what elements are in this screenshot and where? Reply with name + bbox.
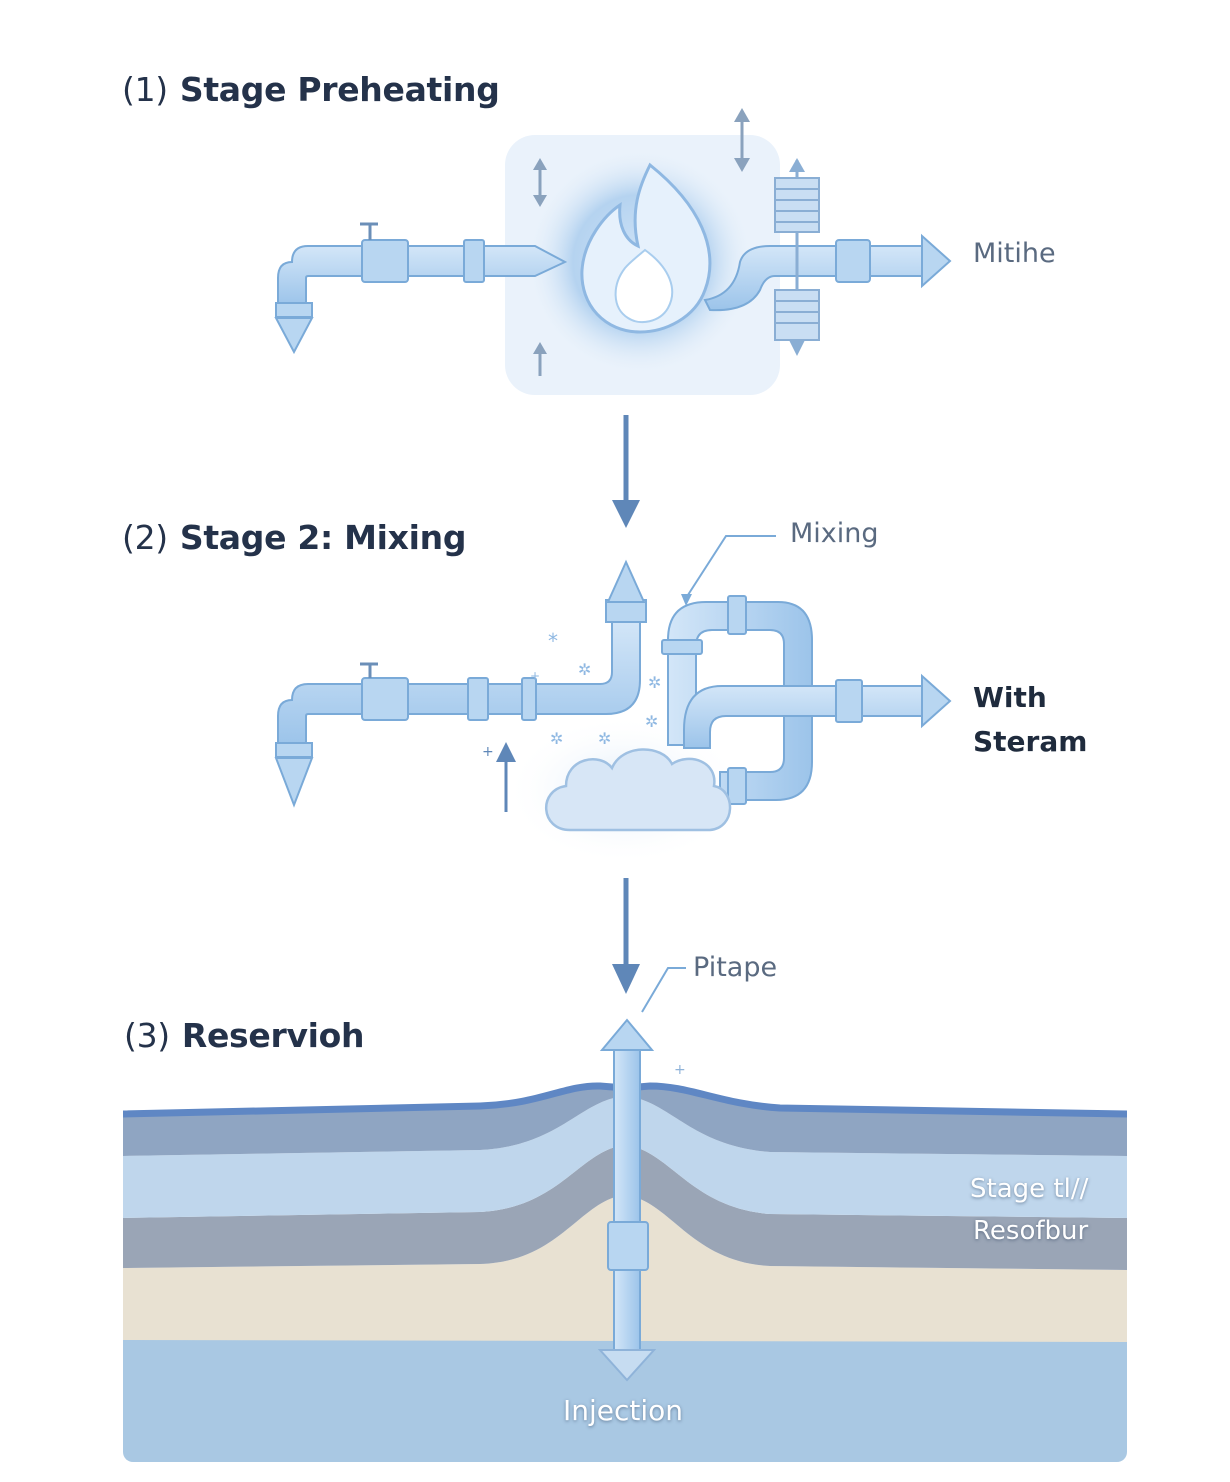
flow-arrow-preheat-to-mixing [612, 415, 640, 528]
stage-3-number: (3) [124, 1016, 170, 1055]
mixing-output-line-2: Steram [973, 725, 1088, 758]
mixing-inlet-pipe [274, 559, 647, 808]
pipe-callout-label: Pitape [693, 952, 778, 983]
thermal-expansion-arrows-icon [533, 108, 750, 376]
mixing-particles-icon: * ✲ ✲ ✲ ✲ ✲ + [530, 629, 661, 748]
preheating-stage-graphic [274, 108, 952, 395]
flow-arrow-mixing-to-reservoir [612, 878, 640, 994]
svg-text:✲: ✲ [648, 673, 661, 692]
ground-layer-light [123, 1096, 1127, 1218]
mixing-output-line-1: With [973, 681, 1047, 714]
svg-text:✲: ✲ [645, 712, 658, 731]
upward-flow-arrow-icon: + [482, 742, 516, 812]
injection-label: Injection [563, 1394, 684, 1427]
mixing-callout-label: Mixing [790, 518, 879, 549]
ground-layer-grey [123, 1145, 1127, 1270]
reservoir-label: Resofbur [973, 1216, 1089, 1246]
heat-exchanger-fins-icon [774, 158, 820, 356]
stage-3-title: (3) Reservioh [124, 1016, 365, 1055]
stage-1-title: (1) Stage Preheating [122, 70, 500, 109]
ground-layer-top [123, 1085, 1127, 1156]
mixing-loop-pipe [661, 595, 952, 805]
svg-text:✲: ✲ [578, 660, 591, 679]
stage-2-number: (2) [122, 518, 168, 557]
preheat-outlet-pipe [703, 233, 952, 312]
ground-layer-bottom [123, 1338, 1127, 1462]
svg-text:+: + [674, 1062, 686, 1078]
stage-1-number: (1) [122, 70, 168, 109]
flame-icon [580, 162, 712, 334]
svg-text:+: + [482, 744, 494, 760]
stage-2-title: (2) Stage 2: Mixing [122, 518, 466, 557]
steam-cloud-icon [545, 748, 732, 832]
mixing-stage-graphic: * ✲ ✲ ✲ ✲ ✲ + + [274, 535, 952, 865]
pipe-callout-leader [641, 967, 686, 1013]
svg-text:+: + [530, 669, 540, 683]
preheat-output-label: Mitihe [973, 238, 1056, 269]
preheat-inlet-pipe [274, 222, 568, 355]
reservoir-stage-label: Stage tl// [970, 1174, 1089, 1204]
svg-text:✲: ✲ [598, 729, 611, 748]
mixing-callout-leader [685, 535, 776, 599]
stage-2-label: Stage 2: Mixing [179, 518, 467, 557]
svg-text:✲: ✲ [550, 729, 563, 748]
mixing-output-label: With Steram [973, 676, 1087, 764]
stage-3-label: Reservioh [181, 1016, 365, 1055]
svg-text:*: * [548, 629, 558, 653]
injection-well-pipe: + [597, 1018, 686, 1382]
stage-1-label: Stage Preheating [179, 70, 500, 109]
